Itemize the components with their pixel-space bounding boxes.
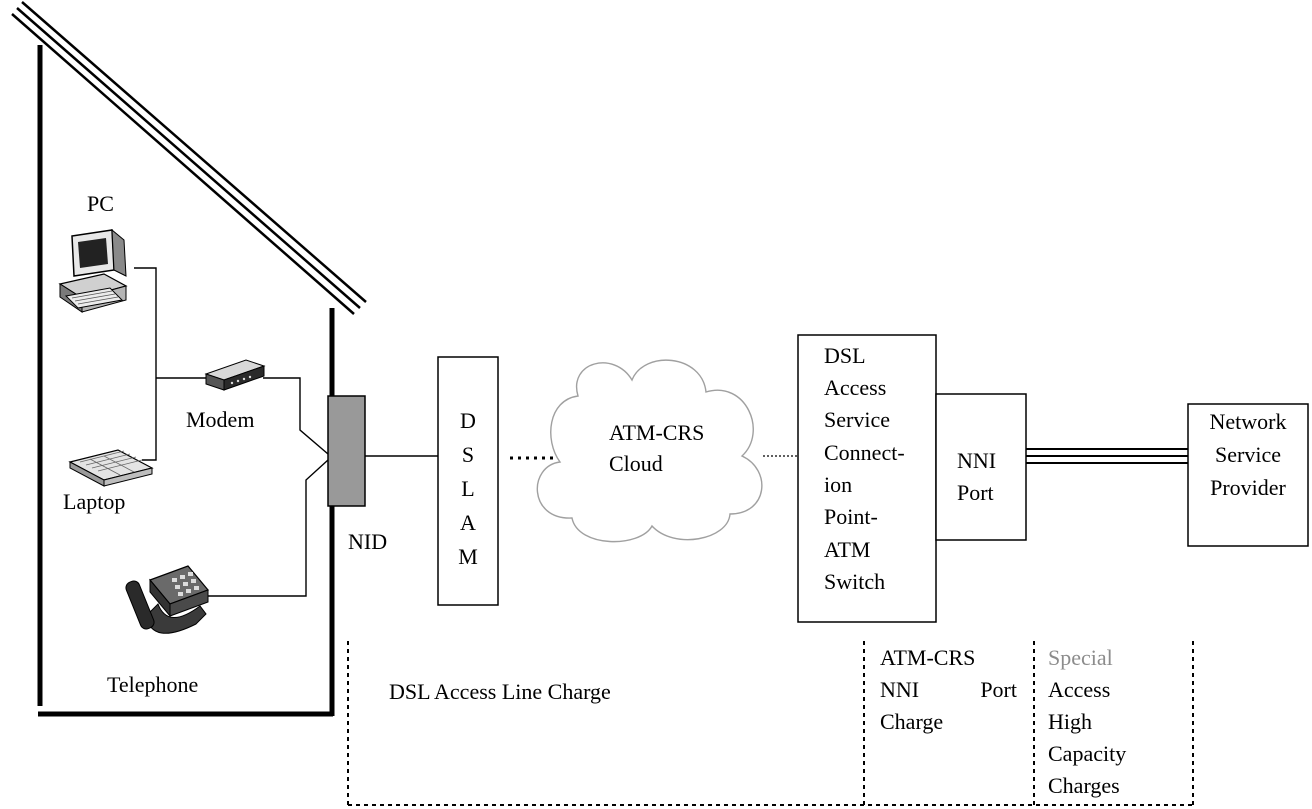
modem-label: Modem: [186, 407, 254, 432]
dsl-access-switch-box: [797, 334, 937, 623]
nid-label: NID: [348, 529, 387, 554]
laptop-label: Laptop: [63, 489, 125, 514]
nsp-label-line: Service: [1215, 442, 1281, 467]
nni-port-charge-line: ATM-CRS: [880, 645, 975, 670]
special-access-charge-line: Charges: [1048, 773, 1120, 798]
dslam-letter: M: [458, 544, 478, 569]
telephone-label: Telephone: [107, 672, 198, 697]
nni-port-charge-line: Port: [980, 677, 1017, 702]
dsl-access-line-charge-label: DSL Access Line Charge: [389, 679, 611, 704]
desktop-computer-icon: [58, 228, 128, 313]
special-access-charge-line: Access: [1048, 677, 1110, 702]
dsl-access-line: Switch: [824, 569, 885, 594]
nni-port-box: [935, 393, 1027, 541]
dslam-letter: L: [461, 476, 474, 501]
laptop-icon: [68, 449, 154, 487]
charge-bracket: [347, 641, 1194, 806]
dsl-access-line: Access: [824, 375, 886, 400]
dslam-box: [437, 356, 499, 606]
nni-nsp-link: [1026, 448, 1188, 464]
dslam-letter: D: [460, 408, 476, 433]
dslam-letter: S: [462, 442, 474, 467]
pc-label: PC: [87, 191, 114, 216]
network-service-provider-box: [1187, 403, 1309, 547]
dsl-access-line: Point-: [824, 504, 878, 529]
nni-port-charge-line: Charge: [880, 709, 943, 734]
modem-icon: [204, 359, 266, 391]
dslam-letter: A: [460, 510, 476, 535]
nsp-label-line: Network: [1210, 409, 1287, 434]
cloud-icon: [536, 359, 763, 543]
dsl-access-line: DSL: [824, 343, 866, 368]
nni-port-charge-line: NNI: [880, 677, 919, 702]
dsl-access-line: Service: [824, 407, 890, 432]
nni-port-label-line-1: NNI: [957, 448, 996, 473]
dsl-access-line: ATM: [824, 537, 870, 562]
house-roof: [11, 1, 367, 315]
special-access-charge-line: High: [1048, 709, 1092, 734]
dsl-access-line: ion: [824, 472, 852, 497]
cloud-label-line-1: ATM-CRS: [609, 420, 704, 445]
dsl-access-line: Connect-: [824, 440, 905, 465]
desk-telephone-icon: [125, 565, 210, 634]
nni-port-label-line-2: Port: [957, 480, 994, 505]
dsl-access-switch-label: DSL Access Service Connect- ion Point- A…: [824, 343, 905, 594]
dslam-label: D S L A M: [458, 408, 478, 569]
house-outline: [11, 1, 367, 717]
nid-box: [327, 395, 366, 507]
inside-wiring: [134, 267, 329, 597]
special-access-charge-line: Capacity: [1048, 741, 1126, 766]
nsp-label-line: Provider: [1210, 475, 1286, 500]
cloud-label-line-2: Cloud: [609, 451, 663, 476]
special-access-charge-line: Special: [1048, 645, 1113, 670]
